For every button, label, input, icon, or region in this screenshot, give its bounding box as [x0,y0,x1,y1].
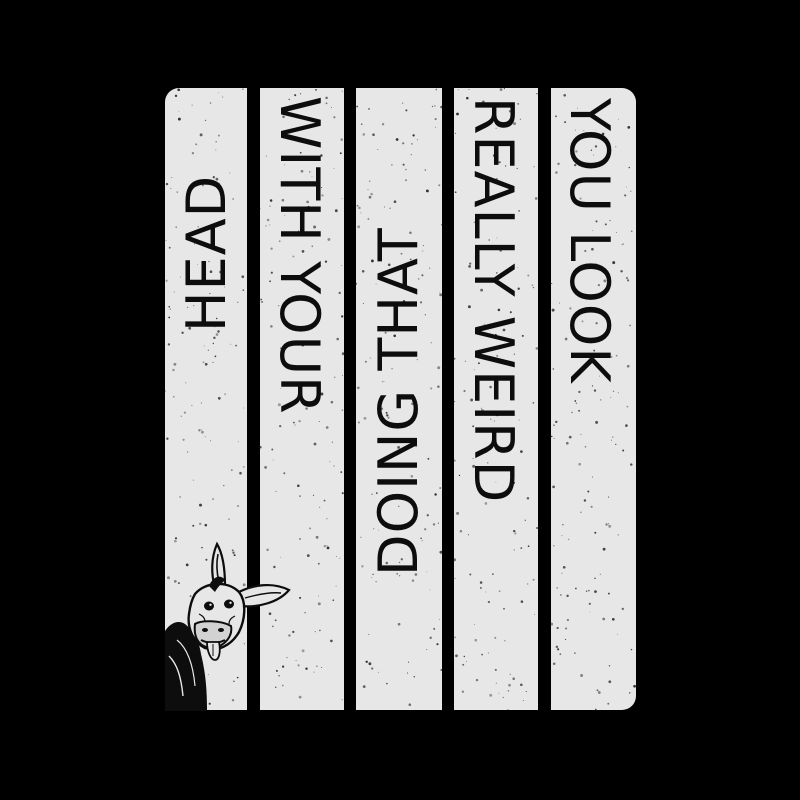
word-with-your: WITH YOUR [268,96,331,415]
donkey-peeking-icon [165,541,291,711]
word-really-weird: REALLY WEIRD [462,97,525,504]
word-you-look: YOU LOOK [558,98,621,384]
column-5 [551,88,636,710]
column-4 [454,88,538,710]
word-doing-that: DOING THAT [367,227,430,576]
word-head: HEAD [175,174,238,332]
column-2 [260,88,344,710]
